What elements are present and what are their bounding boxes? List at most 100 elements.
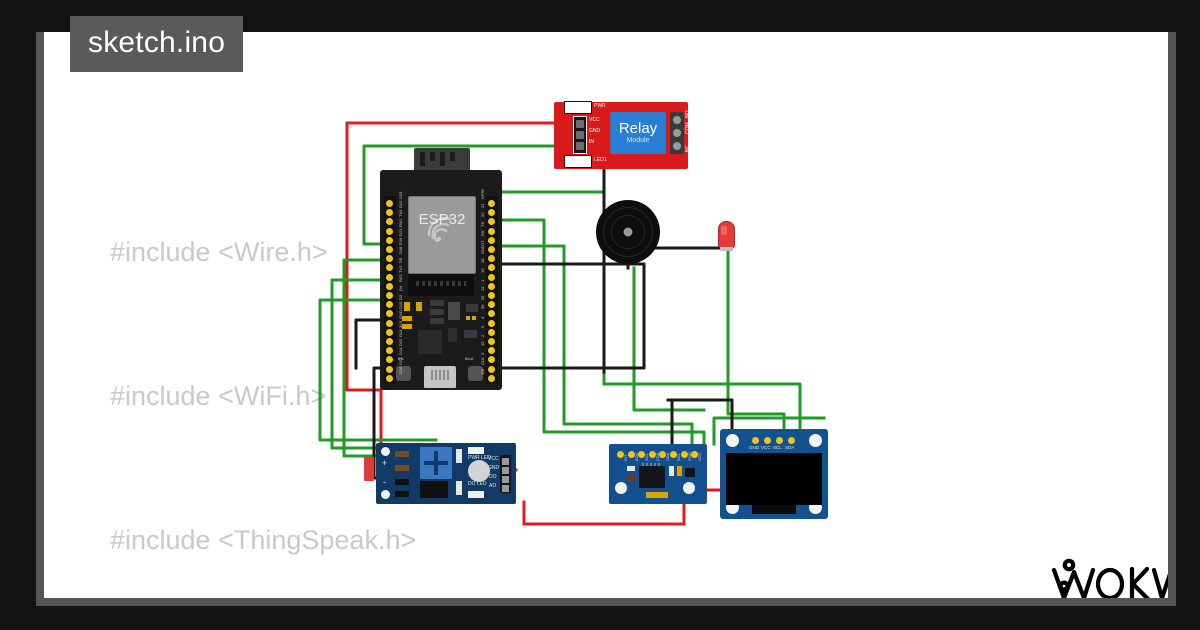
esp32-pin-label-left: D5	[398, 258, 403, 264]
mpu-pin-label-vcc: VCC	[697, 452, 703, 461]
esp32-pin-label-right: 12	[480, 286, 485, 291]
esp32-pin-right-9[interactable]	[488, 282, 495, 290]
file-tab-sketch-ino[interactable]: sketch.ino	[70, 16, 244, 72]
esp32-pin-left-1[interactable]	[386, 209, 393, 217]
relay-can: Relay Module	[610, 112, 666, 154]
oled-pin-label-vcc: VCC	[761, 445, 771, 450]
relay-terminal-no: NO	[685, 110, 691, 119]
mpu-pin-int[interactable]	[617, 451, 624, 458]
photoresistor-element[interactable]	[364, 457, 374, 481]
esp32-pin-left-2[interactable]	[386, 218, 393, 226]
oled-mount-hole-tl	[726, 434, 739, 447]
component-ldr-module[interactable]: + - PWR LED DO LED VCC	[376, 443, 516, 504]
esp32-pin-left-16[interactable]	[386, 347, 393, 355]
relay-pin-in: IN	[589, 139, 594, 145]
mpu-pad	[646, 492, 668, 498]
esp32-pin-label-left: D22	[398, 200, 403, 209]
relay-pin-gnd: GND	[589, 128, 601, 134]
esp32-boot-button[interactable]	[468, 366, 483, 381]
mpu-pin-xcl[interactable]	[638, 451, 646, 458]
oled-pin-gnd[interactable]	[752, 437, 759, 444]
esp32-pin-left-10[interactable]	[386, 292, 393, 299]
esp32-pin-left-15[interactable]	[386, 338, 393, 345]
oled-pin-vcc[interactable]	[764, 437, 771, 444]
esp32-pin-left-14[interactable]	[386, 328, 393, 336]
relay-input-header[interactable]	[573, 116, 587, 154]
oled-mount-hole-tr	[809, 434, 822, 447]
mpu-pin-ad0[interactable]	[627, 451, 635, 458]
esp32-pin-right-18[interactable]	[488, 365, 495, 373]
component-red-led[interactable]	[718, 221, 735, 251]
esp32-pin-left-3[interactable]	[386, 227, 393, 235]
esp32-pin-left-9[interactable]	[386, 282, 393, 290]
esp32-pin-right-12[interactable]	[488, 310, 495, 318]
esp32-pin-label-right: 19	[480, 268, 485, 273]
esp32-pin-right-2[interactable]	[488, 218, 495, 226]
relay-title: Relay	[618, 120, 658, 137]
esp32-pin-left-5[interactable]	[386, 246, 393, 253]
esp32-pin-left-18[interactable]	[386, 365, 393, 373]
esp32-pin-right-1[interactable]	[488, 209, 495, 217]
esp32-pin-label-right: 2	[480, 334, 485, 337]
esp32-pin-right-10[interactable]	[488, 292, 495, 299]
oled-pin-scl[interactable]	[776, 437, 783, 444]
esp32-pin-right-0[interactable]	[488, 200, 495, 207]
esp32-pin-label-right: 21	[480, 203, 485, 209]
esp32-pin-right-4[interactable]	[488, 236, 495, 244]
ldr-terminal-minus: -	[383, 477, 386, 487]
esp32-pin-label-left: D21	[398, 228, 403, 236]
mpu-pin-scl[interactable]	[670, 451, 677, 458]
component-buzzer[interactable]	[596, 200, 660, 264]
esp32-pin-left-0[interactable]	[386, 200, 393, 207]
led-highlight	[721, 226, 727, 235]
diagram-canvas[interactable]: #include <Wire.h> #include <WiFi.h> #inc…	[44, 32, 1168, 598]
code-line: #include <Wire.h>	[110, 237, 328, 267]
esp32-pin-right-17[interactable]	[488, 356, 495, 364]
esp32-pin-right-13[interactable]	[488, 319, 495, 327]
esp32-pin-right-16[interactable]	[488, 347, 495, 355]
esp32-pin-right-7[interactable]	[488, 264, 495, 272]
esp32-pin-right-14[interactable]	[488, 328, 495, 336]
esp32-pin-right-11[interactable]	[488, 301, 495, 309]
ldr-potentiometer[interactable]	[420, 447, 452, 479]
esp32-pin-left-7[interactable]	[386, 264, 393, 272]
esp32-pin-right-5[interactable]	[488, 246, 495, 253]
esp32-pin-label-left: D15	[398, 302, 403, 310]
mpu-pin-sda[interactable]	[659, 451, 667, 458]
component-relay-module[interactable]: PWR LED1 VCC GND IN Relay Module NO COM	[554, 101, 691, 169]
esp32-pin-left-6[interactable]	[386, 255, 393, 263]
esp32-pin-left-11[interactable]	[386, 301, 393, 309]
ldr-output-header[interactable]	[500, 455, 511, 493]
ldr-comparator-ic	[420, 481, 448, 498]
led-bulb	[718, 221, 735, 249]
esp32-pin-right-3[interactable]	[488, 227, 495, 235]
esp32-pin-label-right: 18	[480, 258, 485, 264]
esp32-chip-label: ESP32	[418, 211, 466, 228]
esp32-pin-right-15[interactable]	[488, 338, 495, 345]
esp32-pin-right-8[interactable]	[488, 273, 495, 281]
relay-subtitle: Module	[626, 137, 650, 144]
esp32-pin-left-8[interactable]	[386, 273, 393, 281]
mpu-pin-vcc[interactable]	[691, 451, 699, 458]
oled-pin-sda[interactable]	[788, 437, 795, 444]
esp32-pin-right-6[interactable]	[488, 255, 495, 263]
component-esp32[interactable]: ESP32	[380, 148, 502, 390]
esp32-pin-left-13[interactable]	[386, 319, 393, 327]
relay-terminal-nc: NC	[685, 144, 691, 152]
ldr-pin-ao: AO	[489, 483, 497, 489]
esp32-pin-left-4[interactable]	[386, 236, 393, 244]
esp32-pin-label-left: GND	[398, 309, 403, 319]
mpu-pin-gnd[interactable]	[680, 451, 688, 458]
mpu-pin-xda[interactable]	[648, 451, 656, 458]
esp32-en-button[interactable]	[396, 366, 411, 381]
esp32-pin-left-17[interactable]	[386, 356, 393, 364]
esp32-pin-left-12[interactable]	[386, 310, 393, 318]
relay-screw-terminal[interactable]	[670, 112, 684, 154]
esp32-en-label: EN	[398, 356, 404, 361]
esp32-pin-right-19[interactable]	[488, 374, 495, 382]
esp32-pin-label-left: D18	[398, 246, 403, 255]
esp32-pin-left-19[interactable]	[386, 374, 393, 382]
ldr-mount-hole-bottom	[381, 490, 390, 499]
